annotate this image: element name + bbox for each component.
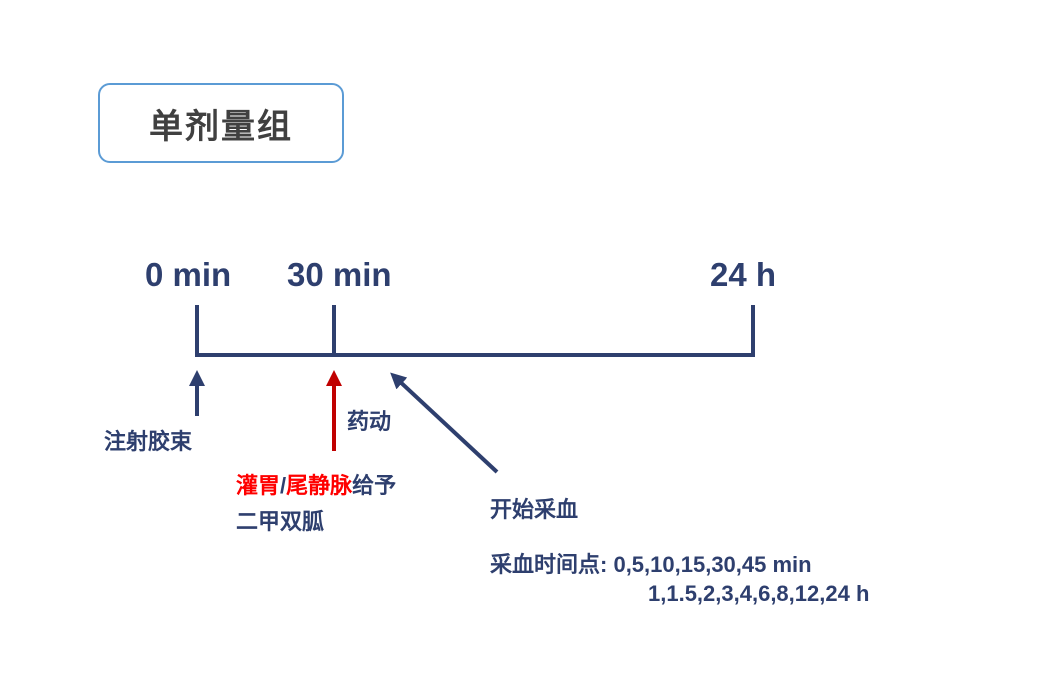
tick-label-0min: 0 min (145, 256, 232, 293)
dosing-label: 灌胃/尾静脉给予 (236, 468, 396, 500)
drug-label: 二甲双胍 (236, 509, 325, 534)
sampling-points-min: 0,5,10,15,30,45 min (613, 552, 812, 577)
sampling-points-h: 1,1.5,2,3,4,6,8,12,24 h (648, 581, 870, 606)
micelle-injection-label: 注射胶束 (104, 429, 193, 454)
group-title: 单剂量组 (149, 107, 293, 146)
pk-label: 药动 (347, 409, 392, 434)
tick-label-30min: 30 min (287, 256, 392, 293)
dosing-suffix: 给予 (352, 473, 397, 498)
group-title-box: 单剂量组 (98, 83, 344, 163)
sampling-points-label: 采血时间点: (490, 552, 608, 577)
route-gavage: 灌胃 (236, 473, 281, 498)
route-tail-vein: 尾静脉 (286, 473, 353, 498)
start-sampling-label: 开始采血 (490, 497, 579, 522)
route-separator: / (280, 473, 287, 498)
arrow-sampling (390, 372, 499, 474)
tick-label-24h: 24 h (710, 256, 777, 293)
sampling-points-line1: 采血时间点: 0,5,10,15,30,45 min (490, 547, 812, 579)
